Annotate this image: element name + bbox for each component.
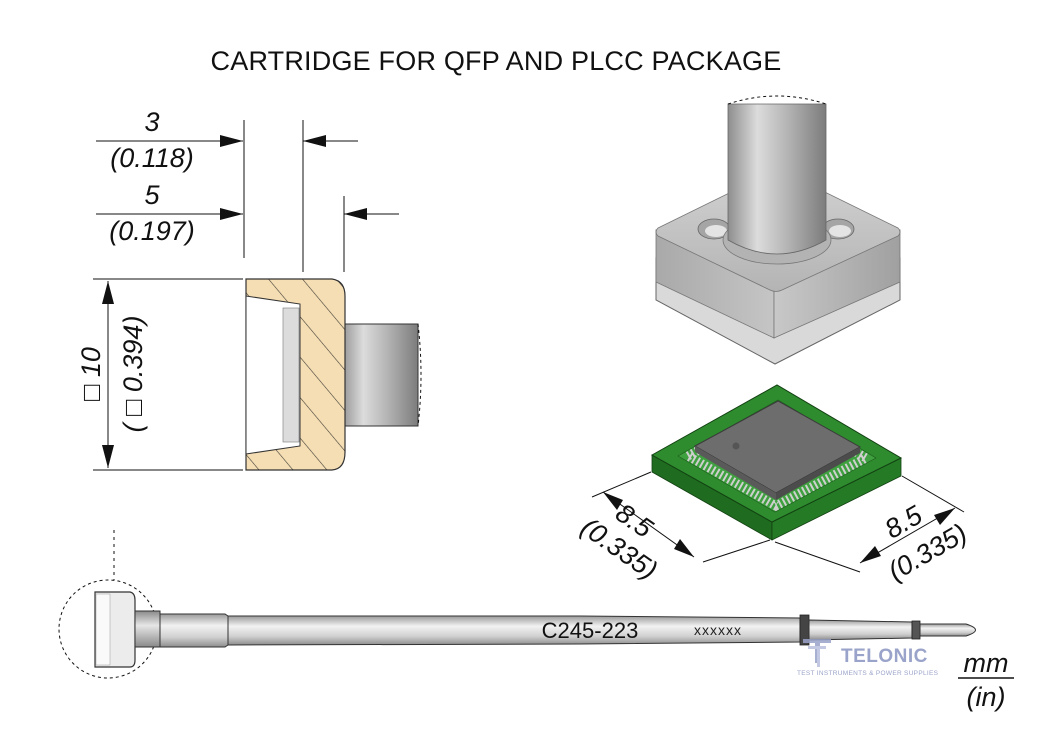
dim-5-mm: 5 (144, 180, 160, 210)
dim-10-arrow-top (102, 281, 114, 304)
tip-3d-view (655, 95, 901, 365)
stem-break-line (417, 323, 422, 427)
units-legend: mm (in) (958, 648, 1014, 712)
tip-connector (159, 613, 229, 648)
dim-10-in: ( □ 0.394) (118, 316, 148, 433)
section-stem (339, 323, 419, 427)
pcb-dim-left-arrow-a (603, 492, 623, 510)
dim-5-arrow-right (344, 208, 367, 220)
tip-neck (134, 610, 161, 648)
shaft-slim (808, 619, 913, 641)
chip-left-side (695, 446, 776, 500)
dim-3-arrow-left (220, 135, 243, 147)
pcb-dim-right-arrow-a (934, 508, 955, 525)
stem-cylinder (727, 103, 827, 255)
section-cavity-wall (282, 307, 300, 443)
chip-pin1-dot (732, 442, 740, 450)
tip-head-face (95, 593, 111, 666)
pcb-ext-left-a (591, 471, 652, 498)
shaft-pin (919, 623, 976, 637)
drawing-title: CARTRIDGE FOR QFP AND PLCC PACKAGE (211, 46, 782, 76)
part-number: C245-223 (542, 618, 639, 643)
side-dimension: □ 10 ( □ 0.394) (76, 278, 243, 471)
serial-code: xxxxxx (694, 622, 742, 638)
pcb-ext-right-a (901, 475, 965, 513)
pcb-dim-left-arrow-b (674, 539, 694, 557)
stem-break (727, 95, 827, 105)
pcb-qfp-view: 8.5 (0.335) 8.5 (0.335) (576, 384, 972, 587)
pcb-ext-left-b (702, 539, 771, 563)
telonic-logo-text: TELONIC (841, 646, 928, 667)
dim-5-in: (0.197) (109, 216, 195, 246)
screw-hole-left-inner (705, 225, 727, 237)
top-dimensions: 3 (0.118) 5 (0.197) (96, 107, 399, 272)
shaft-collar (911, 620, 921, 640)
telonic-logo-icon (803, 639, 831, 667)
telonic-logo-tagline: TEST INSTRUMENTS & POWER SUPPLIES (797, 670, 939, 677)
telonic-logo: TELONIC TEST INSTRUMENTS & POWER SUPPLIE… (797, 639, 939, 677)
dim-5-arrow-left (220, 208, 243, 220)
pcb-ext-right-b (774, 541, 861, 573)
dim-3-mm: 3 (144, 107, 159, 137)
chip-right-side (776, 447, 860, 500)
screw-hole-right-inner (829, 225, 851, 237)
cartridge-side-view: C245-223 xxxxxx (58, 530, 976, 679)
unit-in: (in) (967, 682, 1006, 712)
dim-3-arrow-right (303, 135, 326, 147)
dim-3-in: (0.118) (110, 143, 194, 173)
unit-mm: mm (964, 648, 1009, 678)
tip-cross-section (245, 278, 422, 471)
dim-10-arrow-bottom (102, 445, 114, 468)
pcb-dim-right-arrow-b (860, 546, 881, 563)
dim-10-mm: □ 10 (76, 347, 106, 401)
